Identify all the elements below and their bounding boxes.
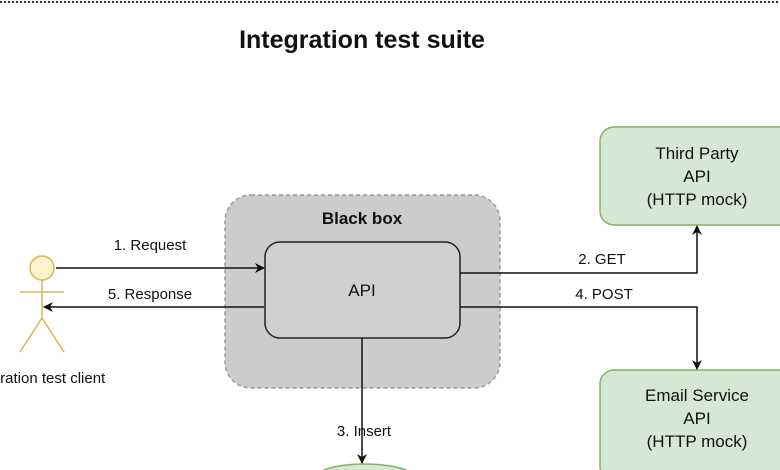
request-label: 1. Request xyxy=(114,237,187,254)
post-label: 4. POST xyxy=(575,286,633,303)
client-actor-icon[interactable] xyxy=(19,255,65,353)
third-party-line-1: Third Party xyxy=(655,144,739,163)
email-service-node[interactable] xyxy=(599,369,780,470)
email-line-1: Email Service xyxy=(645,386,749,405)
email-line-3: (HTTP mock) xyxy=(647,432,748,451)
response-label: 5. Response xyxy=(108,286,192,303)
black-box-label: Black box xyxy=(322,209,403,228)
get-label: 2. GET xyxy=(578,251,626,268)
api-label: API xyxy=(348,281,375,300)
third-party-line-3: (HTTP mock) xyxy=(647,190,748,209)
page-title: Integration test suite xyxy=(239,26,485,54)
database-node[interactable] xyxy=(315,463,415,470)
insert-label: 3. Insert xyxy=(337,423,392,440)
post-arrow xyxy=(460,306,702,370)
third-party-line-2: API xyxy=(683,167,710,186)
email-line-2: API xyxy=(683,409,710,428)
get-arrow xyxy=(460,225,702,274)
client-label: Integration test client xyxy=(0,370,106,387)
